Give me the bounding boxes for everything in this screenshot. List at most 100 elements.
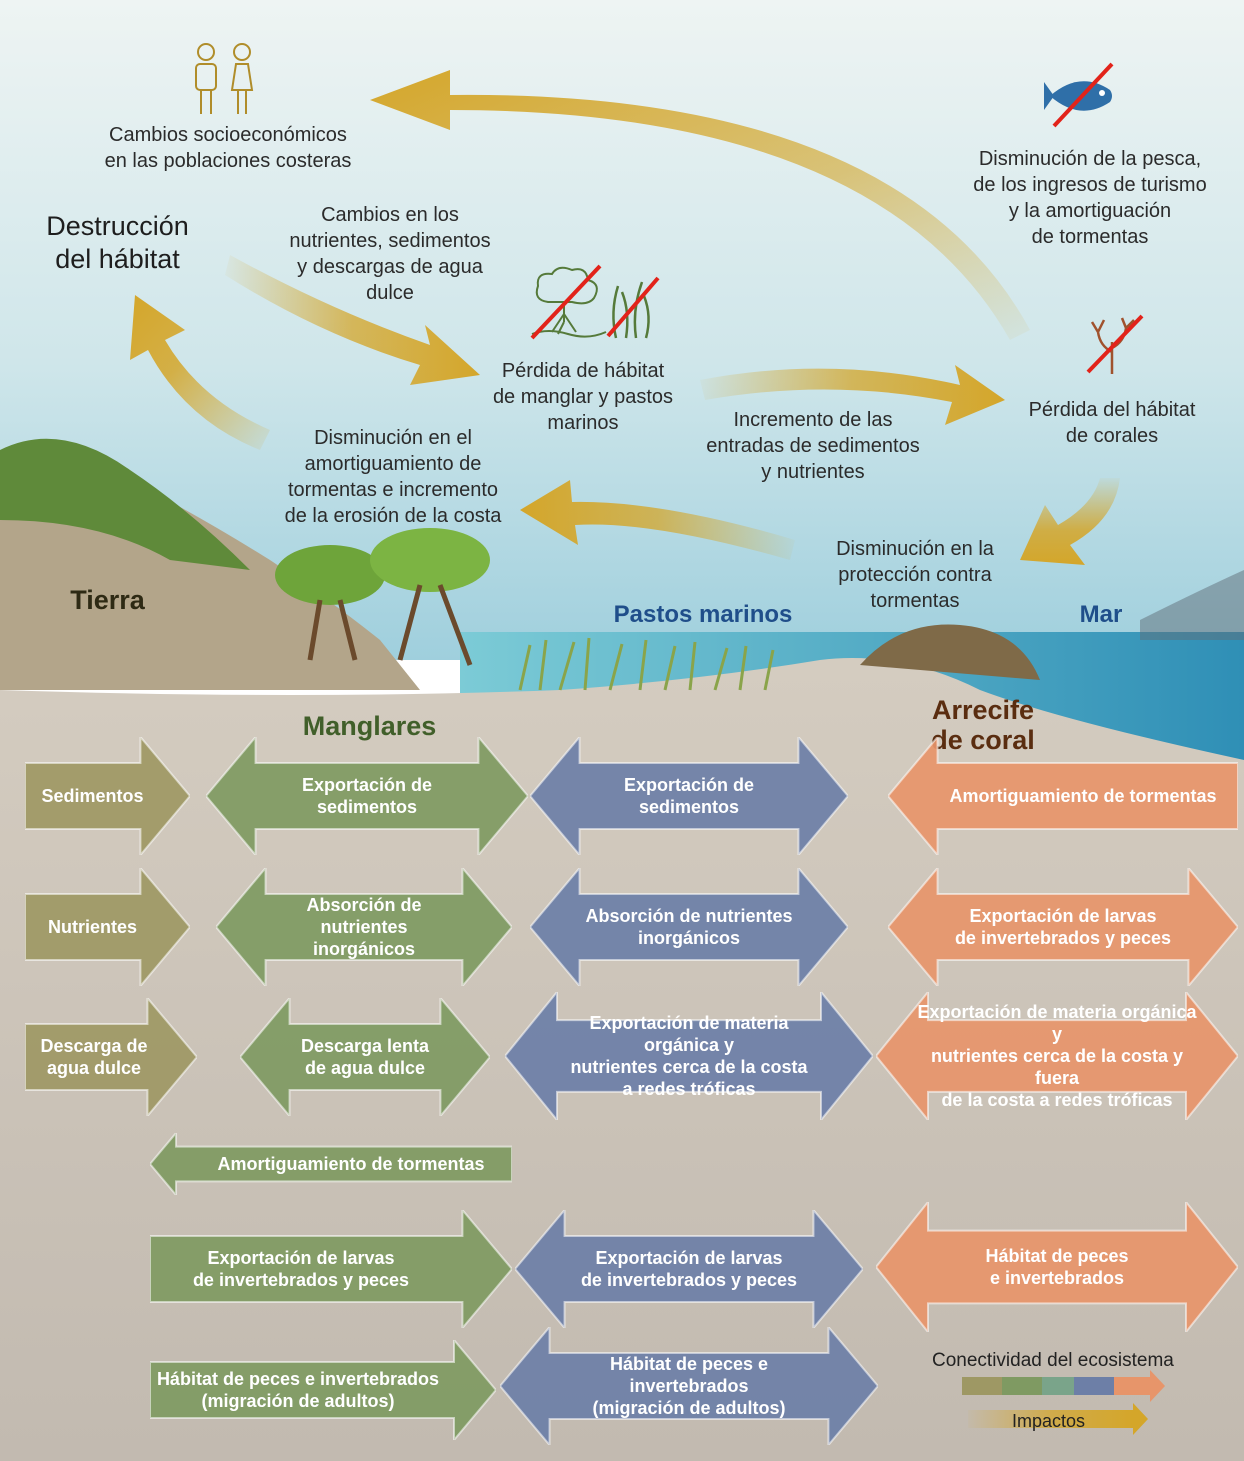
mangrove-crossed-icon xyxy=(530,264,607,340)
flow-arrow-polygon xyxy=(888,868,1238,986)
impact-arrow-to-mangrove-loss xyxy=(225,255,480,385)
flow-arrow-mangrove-larvae-export: Exportación de larvas de invertebrados y… xyxy=(150,1210,512,1328)
flow-arrow-polygon xyxy=(150,1210,512,1328)
flow-arrow-polygon xyxy=(888,737,1238,855)
flow-arrow-seagrass-larvae-export: Exportación de larvas de invertebrados y… xyxy=(515,1210,863,1328)
flow-arrow-shape xyxy=(888,868,1238,986)
seagrass-bed xyxy=(518,637,775,691)
impact-arrow-to-storm-erosion xyxy=(520,480,795,560)
flow-arrow-mangrove-nutrient-uptake: Absorción de nutrientes inorgánicos xyxy=(216,868,512,986)
impact-fishing-text: Disminución de la pesca, de los ingresos… xyxy=(973,148,1207,248)
fish-crossed-icon xyxy=(1044,62,1114,128)
flow-arrow-shape xyxy=(505,992,873,1120)
seagrass-crossed-icon xyxy=(606,276,660,339)
flow-arrow-polygon xyxy=(25,868,190,986)
flow-arrow-polygon xyxy=(240,998,490,1116)
flow-arrow-mangrove-fish-habitat: Hábitat de peces e invertebrados (migrac… xyxy=(150,1340,496,1440)
flow-arrow-shape xyxy=(876,992,1238,1120)
flow-arrow-polygon xyxy=(150,1340,496,1440)
flow-arrow-polygon xyxy=(500,1327,878,1445)
mangrove-trees xyxy=(275,528,490,666)
flow-arrow-shape xyxy=(530,737,848,855)
flow-arrow-shape xyxy=(500,1327,878,1445)
legend-connectivity-bar xyxy=(962,1370,1165,1402)
flow-arrow-polygon xyxy=(206,737,528,855)
flow-arrow-shape xyxy=(240,998,490,1116)
impact-storm-protection-text: Disminución en la protección contra torm… xyxy=(836,538,994,612)
flow-label: Exportación de sedimentos xyxy=(301,775,433,817)
flow-arrow-shape xyxy=(206,737,528,855)
flow-label: Nutrientes xyxy=(47,917,137,937)
flow-arrow-polygon xyxy=(515,1210,863,1328)
flow-label: Exportación de materia orgánica y nutrie… xyxy=(917,1002,1197,1110)
flow-arrow-land-sediments: Sedimentos xyxy=(25,737,190,855)
flow-arrow-mangrove-slow-freshwater: Descarga lenta de agua dulce xyxy=(240,998,490,1116)
flow-arrow-polygon xyxy=(216,868,512,986)
legend-impacts-label: Impactos xyxy=(1012,1411,1086,1431)
flow-arrow-shape xyxy=(150,1340,496,1440)
impact-arrow-to-storm-protection xyxy=(1020,478,1120,565)
flow-arrow-polygon xyxy=(530,737,848,855)
flow-arrow-shape xyxy=(216,868,512,986)
flow-arrow-coral-fish-habitat: Hábitat de peces e invertebrados xyxy=(876,1202,1238,1332)
flow-arrow-mangrove-sediment-export: Exportación de sedimentos xyxy=(206,737,528,855)
coral-reef xyxy=(860,624,1040,680)
flow-arrow-shape xyxy=(530,868,848,986)
flow-arrow-coral-larvae-export: Exportación de larvas de invertebrados y… xyxy=(888,868,1238,986)
flow-arrow-shape xyxy=(150,1133,512,1195)
zone-label-mangroves: Manglares xyxy=(302,711,437,741)
impact-habitat-destruction-text: Destrucción del hábitat xyxy=(46,211,189,274)
flow-arrow-polygon xyxy=(505,992,873,1120)
flow-arrow-land-freshwater: Descarga de agua dulce xyxy=(25,998,197,1116)
flow-label: Exportación de sedimentos xyxy=(623,775,755,817)
flow-arrow-coral-storm-buffer: Amortiguamiento de tormentas xyxy=(888,737,1238,855)
flow-label: Hábitat de peces e invertebrados xyxy=(985,1246,1129,1288)
flow-arrow-seagrass-sediment-export: Exportación de sedimentos xyxy=(530,737,848,855)
flow-arrow-shape xyxy=(876,1202,1238,1332)
flow-arrow-shape xyxy=(25,737,190,855)
impact-storm-erosion-text: Disminución en el amortiguamiento de tor… xyxy=(284,427,502,527)
flow-arrow-coral-organic-export: Exportación de materia orgánica y nutrie… xyxy=(876,992,1238,1120)
impact-arrow-to-coral-loss xyxy=(700,365,1005,425)
impact-mangrove-loss-text: Pérdida de hábitat de manglar y pastos m… xyxy=(492,360,674,434)
flow-arrow-shape xyxy=(150,1210,512,1328)
flow-label: Sedimentos xyxy=(41,786,144,806)
legend-impacts-bar xyxy=(968,1403,1148,1435)
flow-label: Exportación de larvas de invertebrados y… xyxy=(954,906,1172,948)
flow-arrow-land-nutrients: Nutrientes xyxy=(25,868,190,986)
flow-label: Amortiguamiento de tormentas xyxy=(949,786,1217,806)
flow-label: Hábitat de peces e invertebrados (migrac… xyxy=(592,1354,786,1418)
legend-connectivity-title: Conectividad del ecosistema xyxy=(932,1350,1174,1371)
flow-label: Descarga lenta de agua dulce xyxy=(300,1036,430,1078)
flow-label: Absorción de nutrientes inorgánicos xyxy=(306,895,422,959)
flow-arrow-shape xyxy=(25,998,197,1116)
flow-label: Exportación de larvas de invertebrados y… xyxy=(580,1248,798,1290)
flow-arrow-seagrass-nutrient-uptake: Absorción de nutrientes inorgánicos xyxy=(530,868,848,986)
flow-arrow-seagrass-fish-habitat: Hábitat de peces e invertebrados (migrac… xyxy=(500,1327,878,1445)
flow-arrow-polygon xyxy=(876,1202,1238,1332)
flow-label: Amortiguamiento de tormentas xyxy=(217,1154,485,1174)
impact-socioeconomic-text: Cambios socioeconómicos en las poblacion… xyxy=(104,124,352,172)
zone-label-land: Tierra xyxy=(70,585,145,615)
impact-arrow-to-habitat-destruction xyxy=(130,295,270,450)
zone-label-coral-reef: Arrecife de coral xyxy=(931,695,1035,755)
zone-label-seagrass: Pastos marinos xyxy=(613,601,793,628)
flow-label: Exportación de materia orgánica y nutrie… xyxy=(570,1013,808,1099)
people-icon xyxy=(195,43,254,114)
impact-nutrient-changes-text: Cambios en los nutrientes, sedimentos y … xyxy=(289,204,491,304)
flow-arrow-polygon xyxy=(150,1133,512,1195)
flow-arrow-shape xyxy=(25,868,190,986)
land-vegetation xyxy=(0,438,250,570)
flow-arrow-shape xyxy=(888,737,1238,855)
flow-arrow-polygon xyxy=(530,868,848,986)
flow-label: Hábitat de peces e invertebrados (migrac… xyxy=(156,1369,440,1411)
impact-arrow-to-socio xyxy=(370,70,1030,340)
flow-arrow-polygon xyxy=(25,998,197,1116)
flow-arrow-mangrove-storm-buffer: Amortiguamiento de tormentas xyxy=(150,1133,512,1195)
impact-coral-loss-text: Pérdida del hábitat de corales xyxy=(1028,399,1196,447)
flow-label: Exportación de larvas de invertebrados y… xyxy=(192,1248,410,1290)
coral-crossed-icon xyxy=(1086,314,1144,374)
flow-label: Absorción de nutrientes inorgánicos xyxy=(585,906,793,948)
flow-label: Descarga de agua dulce xyxy=(40,1036,148,1078)
